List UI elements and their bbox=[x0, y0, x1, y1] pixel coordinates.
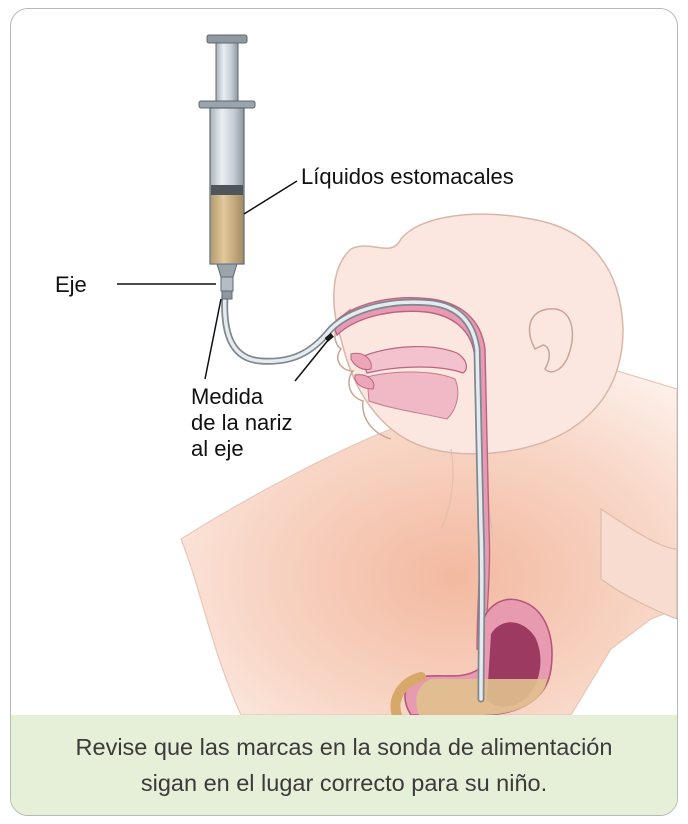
feeding-tube-illustration bbox=[11, 9, 677, 715]
label-measure-line2: de la nariz bbox=[191, 410, 293, 435]
label-measure-line1: Medida bbox=[191, 384, 263, 409]
leader-stomach-fluids bbox=[244, 181, 297, 214]
caption-box: Revise que las marcas en la sonda de ali… bbox=[11, 715, 677, 815]
illustration-card: Líquidos estomacales Eje Medida de la na… bbox=[10, 8, 678, 816]
label-measure-line3: al eje bbox=[191, 436, 244, 461]
caption-line1: Revise que las marcas en la sonda de ali… bbox=[34, 729, 654, 765]
label-stomach-fluids: Líquidos estomacales bbox=[301, 164, 514, 189]
child-body bbox=[181, 214, 677, 715]
label-hub: Eje bbox=[55, 272, 87, 297]
leader-measure-hub bbox=[205, 299, 221, 379]
caption-line2: sigan en el lugar correcto para su niño. bbox=[34, 765, 654, 801]
syringe bbox=[199, 35, 255, 299]
caption-text: Revise que las marcas en la sonda de ali… bbox=[34, 729, 654, 801]
